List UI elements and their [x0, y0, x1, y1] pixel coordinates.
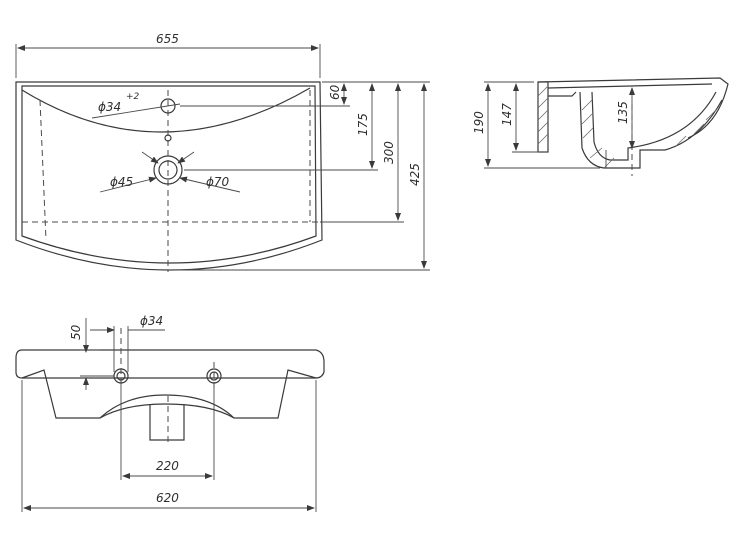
- bowl-curve: [21, 87, 311, 133]
- drain-inner-label: ϕ45: [110, 175, 133, 189]
- side-bowl-outer: [579, 91, 723, 169]
- faucet-hole-label: ϕ34: [98, 100, 121, 114]
- dim-rim-to-drain-label: 175: [356, 113, 370, 136]
- faucet-hole: [160, 98, 176, 114]
- drain-leader-top-right: [177, 151, 195, 164]
- faucet-hole-tolerance: +2: [126, 92, 140, 102]
- side-mounting-block: [537, 81, 549, 153]
- drain-leader-top-left: [141, 151, 159, 164]
- dim-front-hole-label: ϕ34: [140, 314, 163, 328]
- top-view: ϕ34 +2 ϕ45 ϕ70 655 60 175 300 425: [15, 32, 430, 272]
- dim-front-hole-spacing-label: 220: [156, 459, 179, 473]
- dim-overall-depth-label: 425: [408, 163, 422, 186]
- drain-leader-left: [99, 176, 157, 193]
- dim-rim-to-hole-label: 60: [328, 84, 342, 100]
- drain-leader-right: [179, 176, 241, 193]
- dim-front-width-label: 620: [156, 491, 179, 505]
- dim-top-width-label: 655: [156, 32, 179, 46]
- overflow-hole: [164, 134, 172, 142]
- dim-side-height-label: 190: [472, 111, 486, 134]
- drain-outer-label: ϕ70: [206, 175, 230, 189]
- drain-outer: [153, 155, 183, 185]
- drain-inner: [158, 160, 178, 180]
- hidden-line-left: [39, 99, 47, 241]
- front-top-slab: [15, 349, 325, 379]
- dim-front-hole-offset-label: 50: [69, 324, 83, 340]
- top-view-outline: [15, 81, 323, 271]
- front-body: [21, 369, 317, 419]
- side-view: 190 147 135: [472, 77, 729, 176]
- faucet-leader: [91, 103, 181, 119]
- dim-side-inner-height-label: 147: [500, 103, 514, 126]
- front-view: ϕ34 50 220 620: [15, 314, 325, 512]
- dim-side-bowl-depth-label: 135: [616, 101, 630, 124]
- side-bowl-inner: [591, 91, 717, 161]
- top-view-inner-outline: [21, 85, 317, 264]
- dim-bowl-depth-label: 300: [382, 141, 396, 164]
- front-drain-block: [149, 404, 185, 441]
